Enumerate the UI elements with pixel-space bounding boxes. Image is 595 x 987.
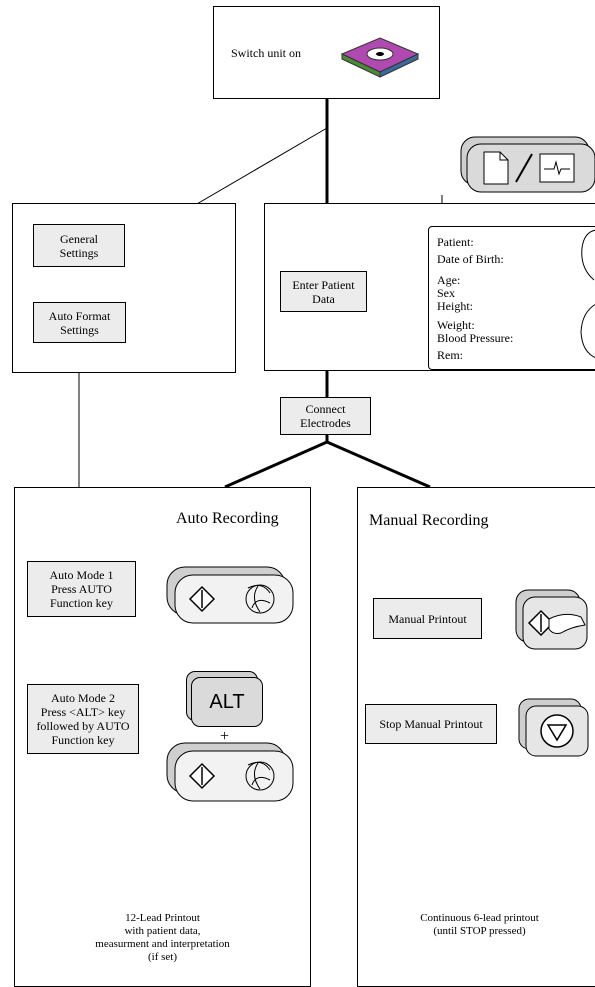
height-field: Height:: [437, 299, 473, 313]
patient-field: Patient:: [437, 235, 474, 249]
patient-data-ecg-key-icon: [460, 136, 595, 193]
rem-field: Rem:: [437, 348, 463, 362]
switch-on-box: Switch unit on: [213, 6, 440, 99]
auto-function-key-icon: [166, 566, 294, 624]
manual-recording-title: Manual Recording: [369, 512, 489, 529]
dob-field: Date of Birth:: [437, 252, 504, 266]
manual-printout-key-icon: [515, 589, 588, 650]
patient-form-card: [428, 226, 595, 370]
form-curve-decoration: [580, 229, 595, 359]
disk-drive-icon: [340, 37, 420, 78]
alt-key-label: ALT: [191, 677, 263, 727]
switch-on-label: Switch unit on: [231, 46, 302, 60]
plus-sign: +: [220, 728, 230, 745]
sex-field: Sex: [437, 286, 455, 300]
stop-key-icon: [518, 698, 589, 757]
auto-result-text: 12-Lead Printout with patient data, meas…: [95, 912, 230, 963]
connect-electrodes-box: Connect Electrodes: [280, 397, 371, 435]
manual-printout-box: Manual Printout: [373, 598, 482, 639]
blood-pressure-field: Blood Pressure:: [437, 331, 514, 345]
auto-recording-title: Auto Recording: [176, 510, 279, 527]
auto-format-settings-box: Auto Format Settings: [33, 302, 126, 343]
weight-field: Weight:: [437, 318, 475, 332]
auto-mode-1-box: Auto Mode 1 Press AUTO Function key: [27, 561, 136, 617]
alt-key-icon: ALT: [186, 671, 263, 727]
manual-result-text: Continuous 6-lead printout (until STOP p…: [420, 912, 539, 937]
enter-patient-data-box: Enter Patient Data: [280, 271, 367, 312]
general-settings-box: General Settings: [33, 224, 125, 267]
auto-function-key-icon-2: [166, 742, 294, 802]
auto-mode-2-box: Auto Mode 2 Press <ALT> key followed by …: [27, 684, 139, 754]
stop-manual-printout-box: Stop Manual Printout: [365, 704, 497, 744]
age-field: Age:: [437, 273, 461, 287]
